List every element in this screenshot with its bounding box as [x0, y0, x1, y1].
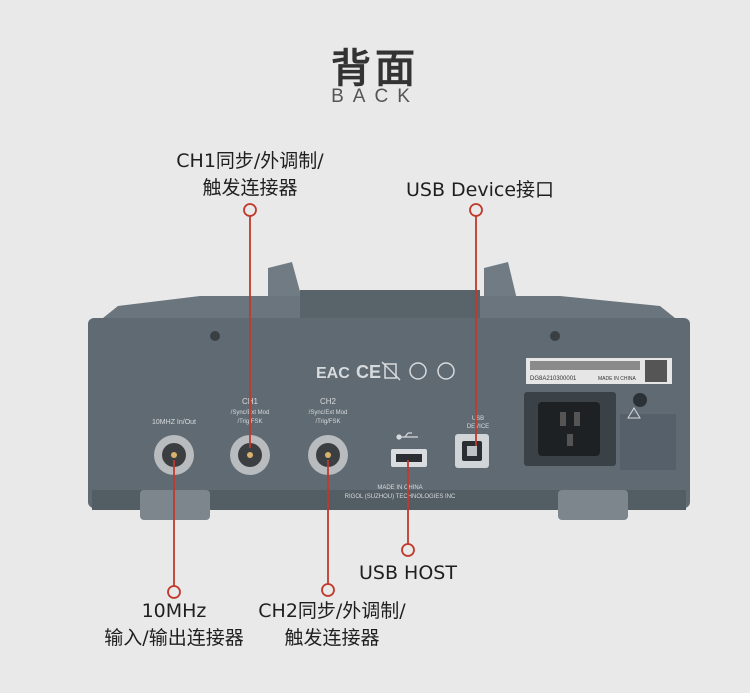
bnc-ch2 — [308, 435, 348, 475]
sticker-made: MADE IN CHINA — [598, 376, 636, 382]
power-inlet — [538, 402, 600, 456]
made-in-label: MADE IN CHINA — [377, 485, 422, 491]
callout-10mhz-line2: 输入/输出连接器 — [104, 627, 244, 649]
port-10mhz-label: 10MHZ In/Out — [152, 419, 196, 426]
sticker-serial: DG8A210300001 — [530, 376, 577, 382]
callout-10mhz-line1: 10MHz — [141, 600, 207, 622]
callout-usb-device: USB Device接口 — [380, 177, 580, 204]
callout-ch2-line2: 触发连接器 — [284, 627, 380, 649]
callout-ch1-line2: 触发连接器 — [202, 177, 298, 199]
callout-ch1-line1: CH1同步/外调制/ — [176, 150, 324, 172]
usb-icon — [396, 432, 418, 440]
foot-left — [140, 490, 210, 520]
callout-ch2: CH2同步/外调制/ 触发连接器 — [232, 598, 432, 652]
company-label: RIGOL (SUZHOU) TECHNOLOGIES INC — [345, 494, 456, 500]
callout-usb-device-line1: USB Device接口 — [405, 179, 555, 201]
ce-mark: CE — [356, 362, 381, 382]
callout-usb-host-line1: USB HOST — [359, 562, 457, 584]
callout-lines — [167, 203, 483, 599]
bnc-ch1 — [230, 435, 270, 475]
eac-mark: EAC — [316, 365, 350, 382]
page-title: 背面 — [331, 46, 419, 92]
page-subtitle: BACK — [331, 86, 419, 107]
callout-ch1: CH1同步/外调制/ 触发连接器 — [150, 148, 350, 202]
screw-right — [550, 331, 560, 341]
weee-icon — [381, 361, 401, 381]
port-ch2-sub2: /Trig/FSK — [315, 419, 340, 425]
recycle-icon — [437, 362, 455, 380]
screw-left — [210, 331, 220, 341]
bnc-10mhz — [154, 435, 194, 475]
foot-right — [558, 490, 628, 520]
port-usb-label1: USB — [472, 416, 484, 422]
rear-panel-lower — [92, 490, 686, 510]
usb-host-port — [391, 449, 427, 467]
ground-terminal — [633, 393, 647, 407]
usb-device-port — [455, 434, 489, 468]
callout-10mhz: 10MHz 输入/输出连接器 — [74, 598, 274, 652]
port-usb-label2: DEVICE — [467, 424, 489, 430]
rohs-icon — [409, 362, 427, 380]
warning-icon — [627, 407, 641, 419]
top-well — [300, 290, 480, 320]
power-spec-label — [620, 414, 676, 470]
callout-usb-host: USB HOST — [318, 560, 498, 587]
port-ch2-sub1: /Sync/Ext Mod — [309, 410, 348, 416]
port-ch2-label: CH2 — [320, 397, 337, 406]
qr-code — [645, 360, 667, 382]
callout-ch2-line1: CH2同步/外调制/ — [258, 600, 406, 622]
barcode — [530, 361, 640, 370]
